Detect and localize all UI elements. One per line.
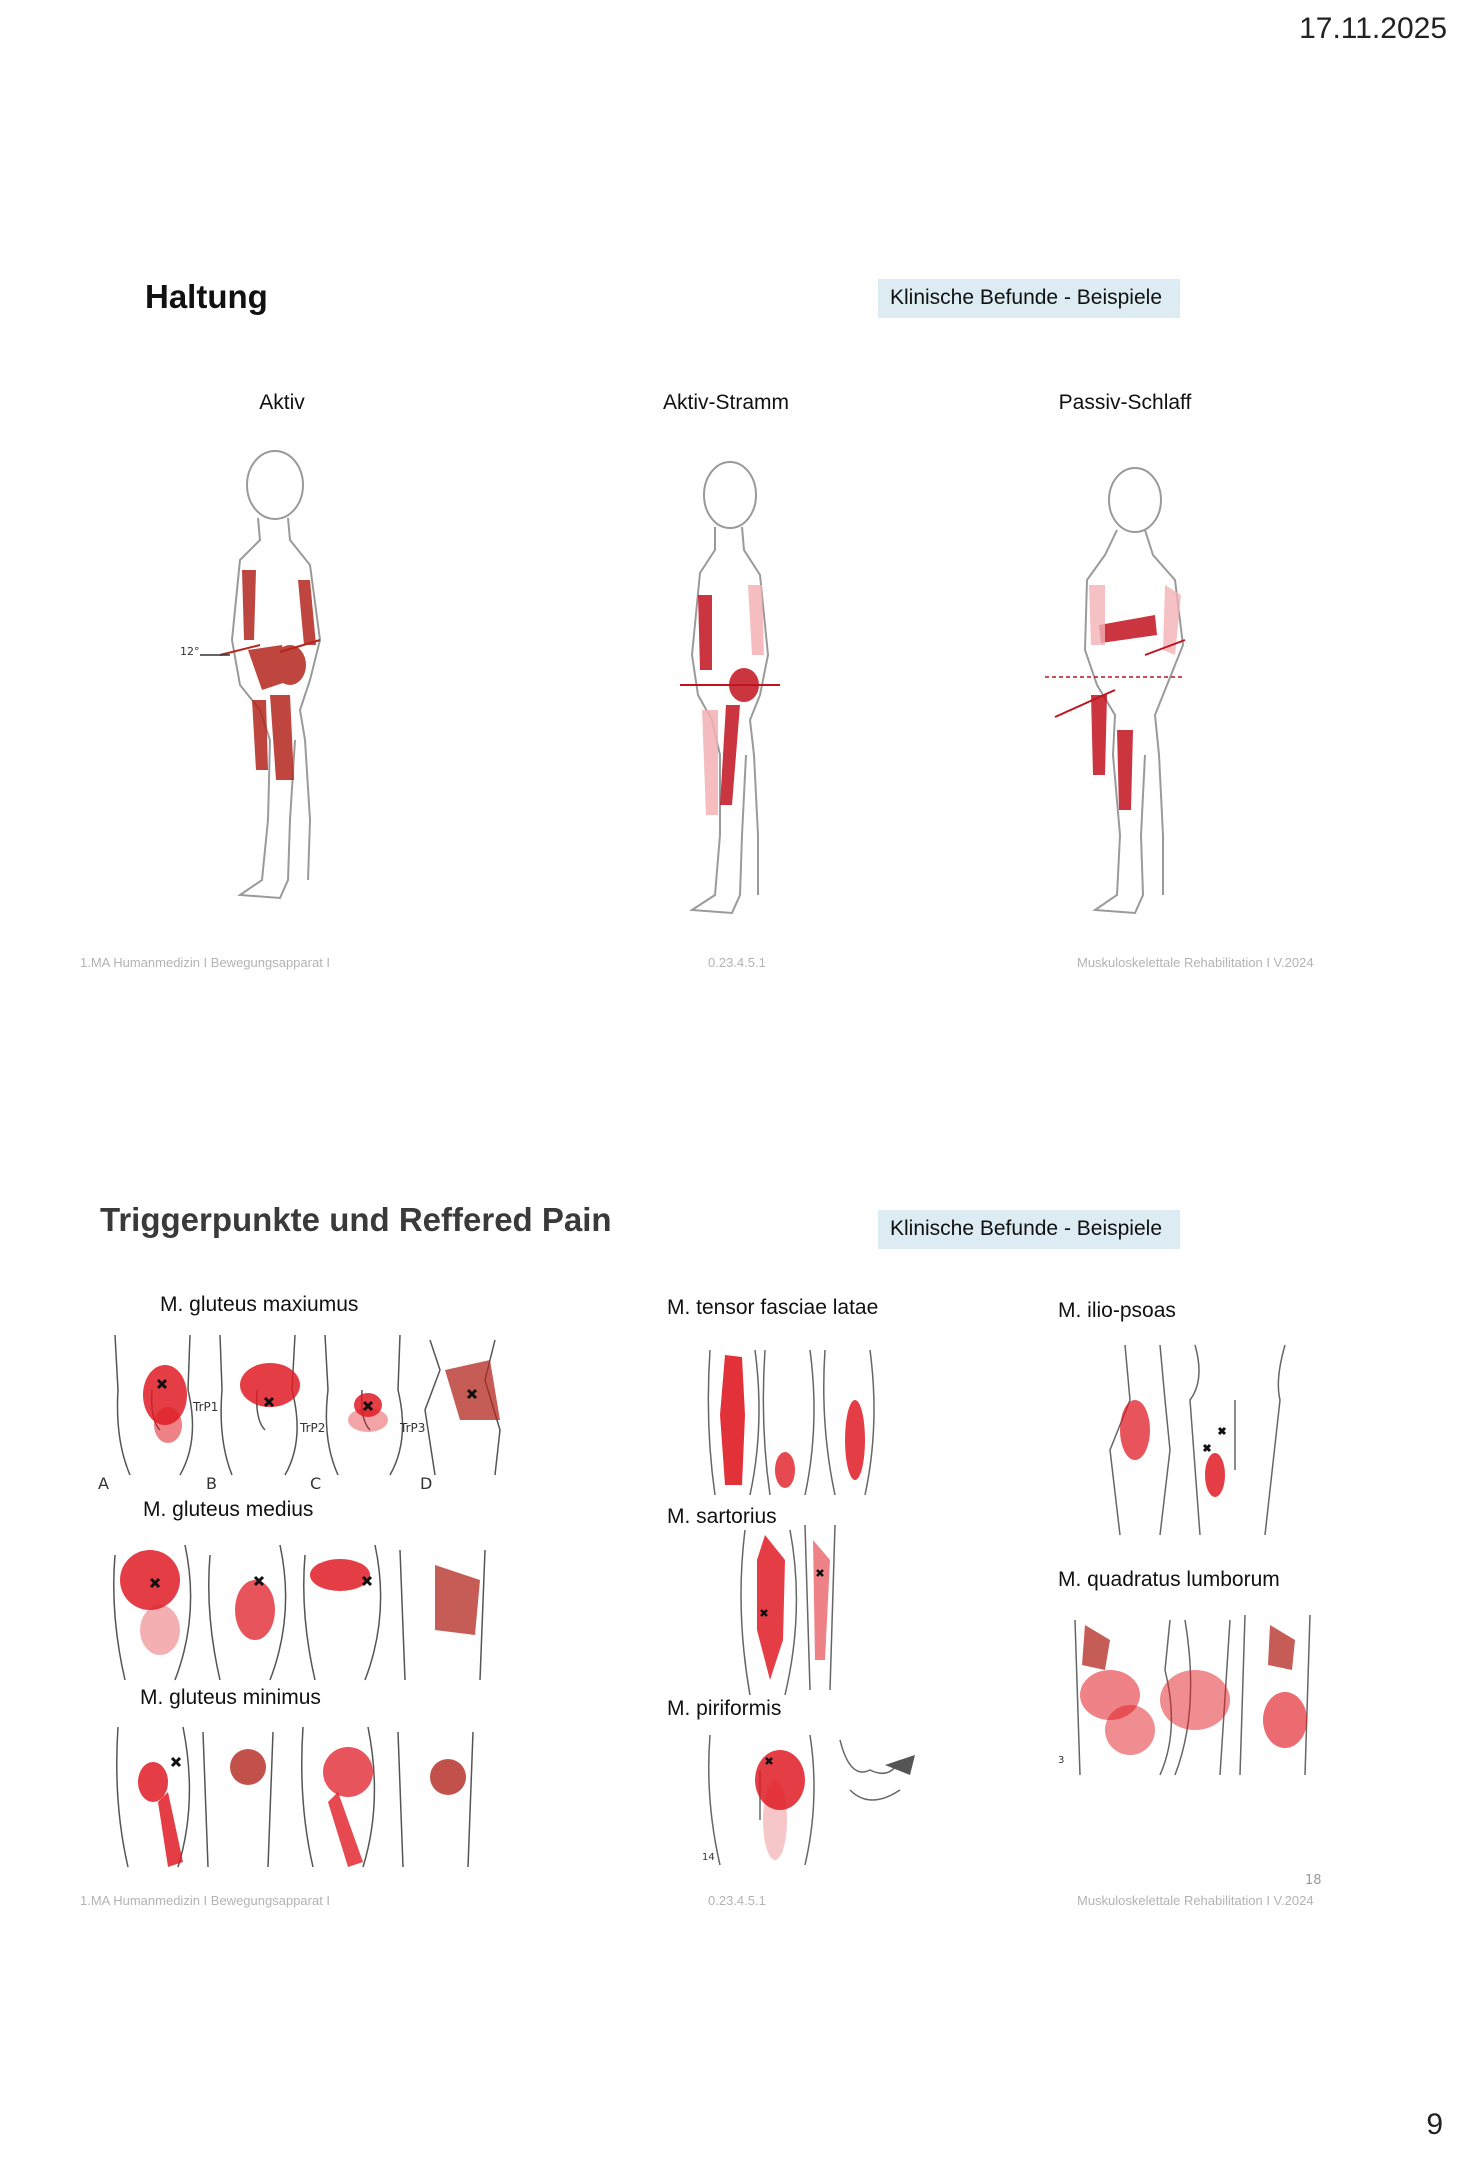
figure-piriformis (708, 1734, 915, 1866)
slide2-tag: Klinische Befunde - Beispiele (878, 1210, 1180, 1249)
figure-sartorius (740, 1524, 836, 1696)
angle-label: 12° (180, 645, 200, 658)
slide2-title: Triggerpunkte und Reffered Pain (100, 1201, 612, 1238)
figure-number-piriformis: 14 (702, 1852, 715, 1863)
figure-number-quadratus: 3 (1058, 1755, 1065, 1766)
slide1-footer-left: 1.MA Humanmedizin I Bewegungsapparat I (80, 955, 331, 970)
panel-letter-b: B (206, 1474, 217, 1493)
label-gluteus-minimus: M. gluteus minimus (140, 1686, 321, 1709)
figure-gluteus-minimus (116, 1726, 474, 1868)
print-date: 17.11.2025 (1299, 12, 1447, 45)
posture-figure-aktiv (200, 450, 322, 900)
posture-label-passiv-schlaff: Passiv-Schlaff (1058, 391, 1192, 414)
label-sartorius: M. sartorius (667, 1505, 777, 1528)
slide2-footer-left: 1.MA Humanmedizin I Bewegungsapparat I (80, 1893, 331, 1908)
figure-ilio-psoas (1109, 1344, 1286, 1536)
label-gluteus-maximus: M. gluteus maxiumus (160, 1293, 359, 1316)
panel-letter-c: C (310, 1474, 322, 1493)
slide1-footer-right: Muskuloskelettale Rehabilitation I V.202… (1077, 955, 1314, 970)
posture-label-aktiv: Aktiv (259, 391, 305, 414)
panel-letter-d: D (420, 1474, 433, 1493)
label-tensor-fasciae-latae: M. tensor fasciae latae (667, 1296, 879, 1319)
page-number: 9 (1426, 2108, 1443, 2141)
trp-label-1: TrP1 (193, 1400, 219, 1414)
figure-quadratus-lumborum (1074, 1614, 1311, 1776)
slide2-footer-center: 0.23.4.5.1 (708, 1893, 766, 1908)
trp-label-3: TrP3 (400, 1421, 426, 1435)
label-gluteus-medius: M. gluteus medius (143, 1498, 314, 1521)
slide2-footer-right: Muskuloskelettale Rehabilitation I V.202… (1077, 1893, 1314, 1908)
figure-tensor-fasciae-latae (707, 1349, 875, 1496)
figure-gluteus-maximus (114, 1334, 501, 1476)
label-piriformis: M. piriformis (667, 1697, 782, 1720)
slide1-tag: Klinische Befunde - Beispiele (878, 279, 1180, 318)
trp-label-2: TrP2 (300, 1421, 326, 1435)
slide1-title: Haltung (145, 278, 268, 315)
label-ilio-psoas: M. ilio-psoas (1058, 1299, 1176, 1322)
posture-label-aktiv-stramm: Aktiv-Stramm (663, 391, 789, 414)
panel-letter-a: A (98, 1474, 109, 1493)
slide2-number: 18 (1305, 1873, 1322, 1888)
figure-gluteus-medius (113, 1544, 486, 1681)
posture-figure-passiv-schlaff (1045, 467, 1186, 915)
posture-figure-aktiv-stramm (680, 461, 780, 915)
slide1-footer-center: 0.23.4.5.1 (708, 955, 766, 970)
label-quadratus-lumborum: M. quadratus lumborum (1058, 1568, 1280, 1591)
